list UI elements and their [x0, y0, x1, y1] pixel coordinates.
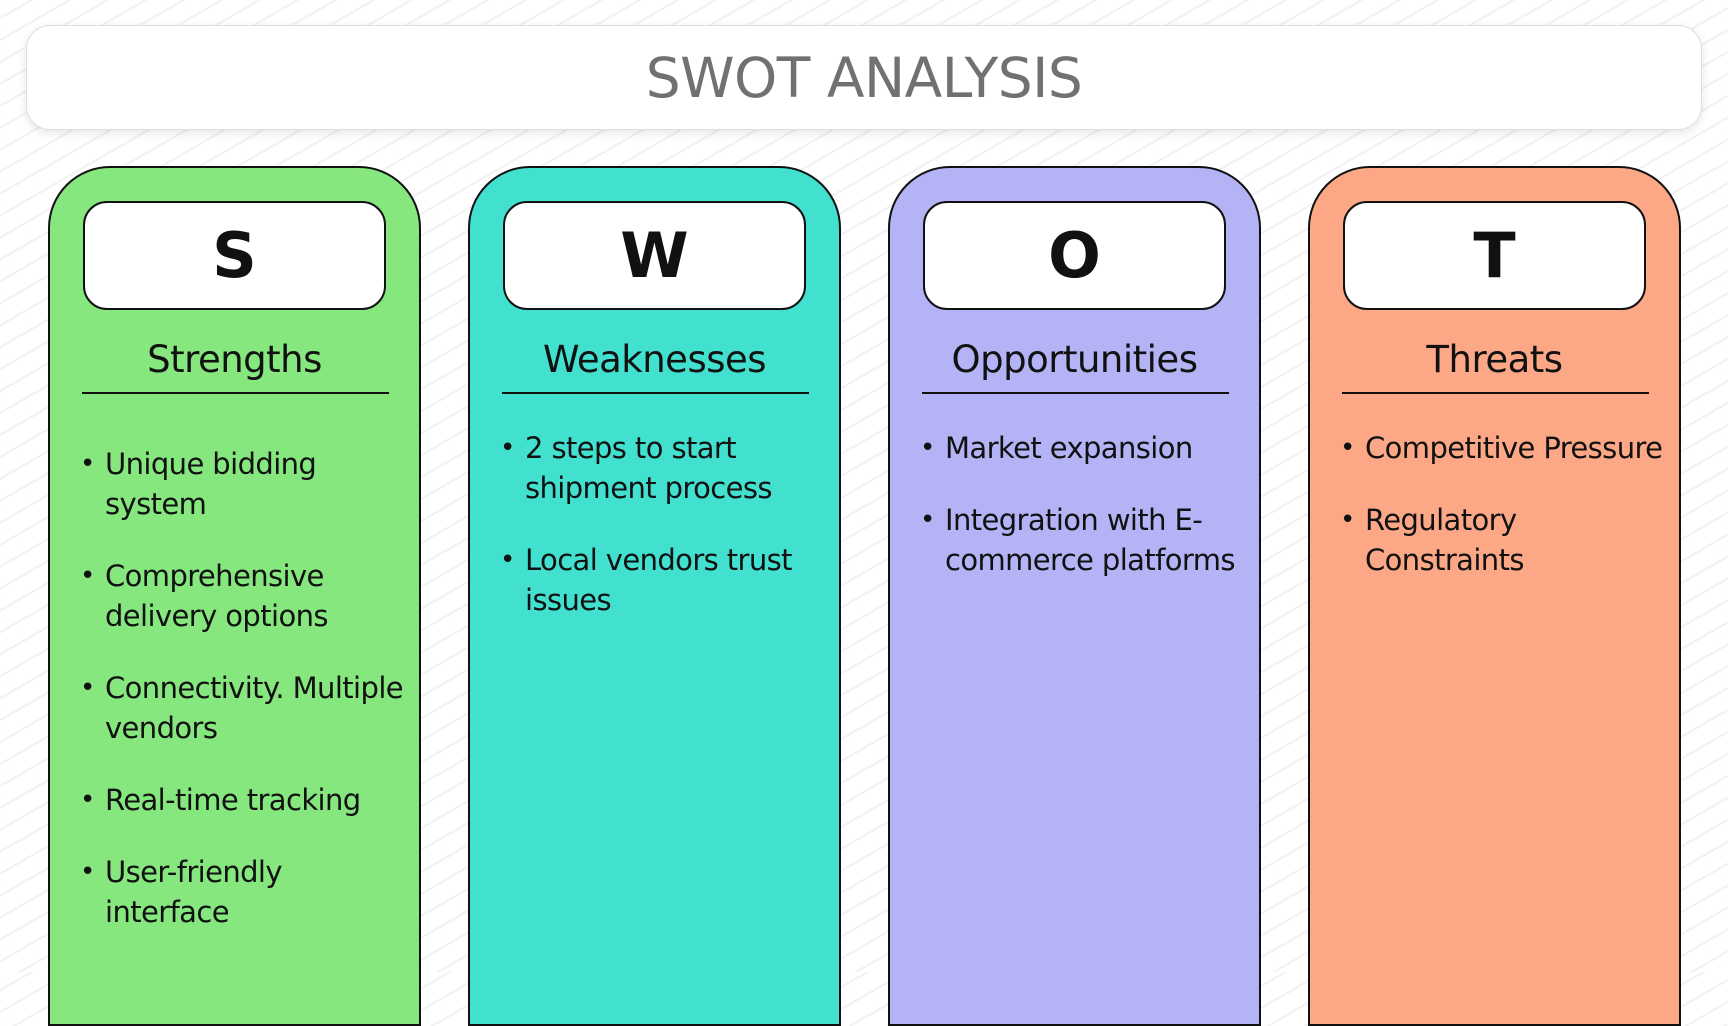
swot-heading-weaknesses: Weaknesses: [542, 338, 767, 381]
list-item: Real-time tracking: [80, 780, 410, 820]
swot-column-strengths: S Strengths Unique bidding system Compre…: [48, 166, 421, 1026]
list-item: Local vendors trust issues: [500, 540, 830, 620]
list-item: Comprehensive delivery options: [80, 556, 410, 636]
heading-divider: [922, 392, 1229, 394]
swot-heading-opportunities: Opportunities: [951, 338, 1198, 381]
swot-list-opportunities: Market expansion Integration with E-comm…: [920, 428, 1250, 612]
list-item: Regulatory Constraints: [1340, 500, 1670, 580]
swot-list-threats: Competitive Pressure Regulatory Constrai…: [1340, 428, 1670, 612]
swot-letter-threats: T: [1343, 201, 1646, 310]
list-item: Market expansion: [920, 428, 1250, 468]
swot-heading-strengths: Strengths: [147, 338, 322, 381]
swot-column-threats: T Threats Competitive Pressure Regulator…: [1308, 166, 1681, 1026]
heading-divider: [82, 392, 389, 394]
swot-list-weaknesses: 2 steps to start shipment process Local …: [500, 428, 830, 652]
list-item: Integration with E-commerce platforms: [920, 500, 1250, 580]
heading-divider: [1342, 392, 1649, 394]
list-item: Connectivity. Multiple vendors: [80, 668, 410, 748]
swot-column-weaknesses: W Weaknesses 2 steps to start shipment p…: [468, 166, 841, 1026]
swot-heading-threats: Threats: [1426, 338, 1563, 381]
list-item: 2 steps to start shipment process: [500, 428, 830, 508]
page-title: SWOT ANALYSIS: [645, 45, 1083, 110]
title-bar: SWOT ANALYSIS: [26, 25, 1702, 130]
heading-divider: [502, 392, 809, 394]
list-item: User-friendly interface: [80, 852, 410, 932]
swot-letter-opportunities: O: [923, 201, 1226, 310]
swot-column-opportunities: O Opportunities Market expansion Integra…: [888, 166, 1261, 1026]
list-item: Unique bidding system: [80, 444, 410, 524]
swot-list-strengths: Unique bidding system Comprehensive deli…: [80, 444, 410, 964]
list-item: Competitive Pressure: [1340, 428, 1670, 468]
swot-letter-strengths: S: [83, 201, 386, 310]
swot-letter-weaknesses: W: [503, 201, 806, 310]
